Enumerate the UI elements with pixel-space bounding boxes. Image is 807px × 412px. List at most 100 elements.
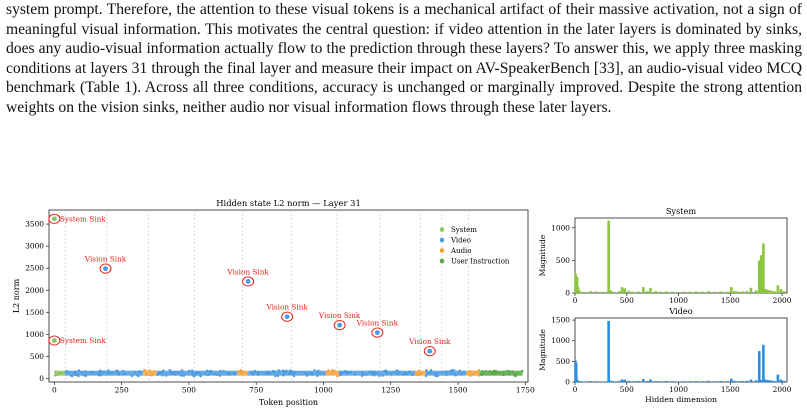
token-point [462,370,466,374]
token-point [84,374,88,378]
x-tick-label: 1000 [669,385,688,394]
token-point [342,370,346,373]
token-point [274,374,277,378]
body-paragraph: system prompt. Therefore, the attention … [6,0,802,118]
histogram-bar [719,380,723,382]
sink-label: System Sink [60,336,106,345]
histogram-bar [576,380,580,382]
token-point [174,370,177,374]
histogram-bar [768,380,771,382]
histogram-bar [682,381,685,382]
token-point [190,369,194,372]
histogram-bar [618,380,621,382]
histogram-bar [749,379,753,382]
x-tick-label: 1250 [381,386,400,395]
token-point [153,369,156,373]
token-point [205,369,209,372]
token-point [213,372,216,376]
sink-highlight-ring [242,276,255,287]
token-point [285,369,288,372]
token-point [373,374,376,377]
token-point [237,369,240,373]
histogram-bar [773,291,777,293]
token-point [257,373,260,376]
histogram-bar [749,287,753,293]
sink-highlight-ring [99,263,112,274]
histogram-bar [609,380,613,382]
histogram-bar [688,381,692,382]
token-point [414,371,418,375]
token-point [346,371,349,375]
chart-title: Hidden state L2 norm — Layer 31 [216,198,361,208]
token-point [198,371,201,374]
token-point [396,369,399,372]
histogram-bar [631,291,635,293]
histogram-bar [594,381,598,382]
token-point [321,372,325,376]
histogram-bar [773,380,777,382]
token-point [168,368,172,372]
token-point [265,372,269,375]
token-point [397,373,400,376]
x-tick-label: 500 [620,385,634,394]
token-point [272,370,276,374]
token-point [195,371,199,375]
histogram-bar [741,291,744,293]
token-point [121,369,125,373]
token-point [99,369,102,372]
histogram-bar [701,381,704,382]
token-point [292,374,296,378]
token-point [148,369,152,372]
token-point [222,370,225,373]
histogram-bar [754,290,758,293]
token-point [375,372,379,375]
token-point [138,370,141,374]
histogram-bar [636,291,640,293]
histogram-bar [607,220,610,293]
histogram-bar [620,379,624,382]
histogram-bar [757,351,761,382]
histogram-bar [768,290,771,293]
token-point [338,371,341,375]
histogram-bar [754,380,758,382]
token-point [91,371,94,374]
histogram-bar [636,380,640,382]
token-point [330,373,334,376]
token-point [67,371,71,374]
token-point [434,371,438,375]
token-point [481,369,484,373]
y-tick-label: 500 [556,256,570,265]
histogram-bar [649,379,652,382]
histogram-bar [694,291,698,293]
token-point [206,373,210,377]
token-point [276,374,279,377]
sink-point [427,348,433,354]
sink-highlight-ring [423,346,436,357]
histogram-bar [682,291,685,293]
token-band-audio [466,370,480,376]
token-point [203,371,207,374]
histogram-bar [575,276,579,293]
paragraph-text: system prompt. Therefore, the attention … [6,1,802,116]
sink-point [51,216,57,222]
histogram-bar [577,290,581,293]
token-point [74,370,77,373]
histogram-bar [589,291,592,293]
histogram-bar [623,288,626,293]
y-tick-label: 1000 [25,330,44,339]
histogram-bar [576,287,580,293]
x-tick-label: 0 [52,386,57,395]
token-point [143,369,146,372]
x-tick-label: 0 [573,296,578,305]
sink-point [245,279,251,284]
token-point [54,374,57,377]
histogram-bar [612,291,615,293]
token-point [116,370,119,374]
legend-label: Audio [450,247,472,255]
token-point [240,372,243,375]
token-point [498,371,501,375]
token-point [282,372,285,375]
token-point [219,369,222,373]
x-tick-label: 1500 [449,386,468,395]
